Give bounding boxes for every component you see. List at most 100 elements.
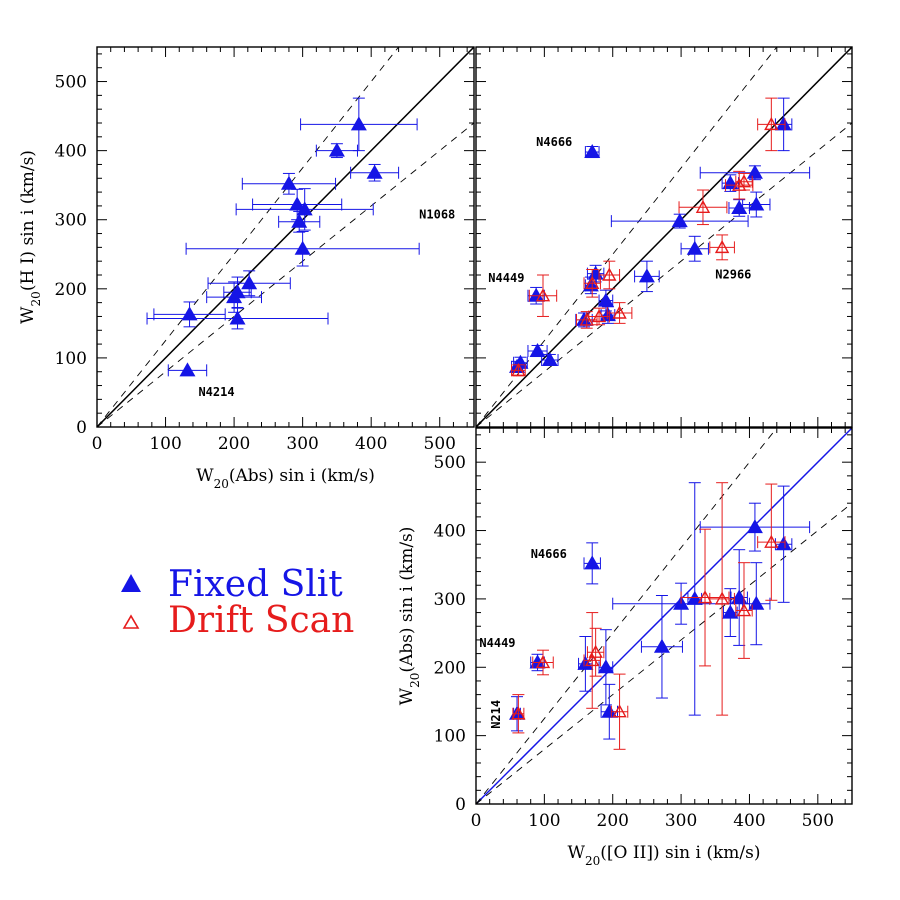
open-triangle-marker — [535, 288, 551, 302]
y-tick-label: 100 — [434, 727, 466, 747]
drift-scan-point — [583, 268, 601, 298]
filled-triangle-marker — [731, 199, 748, 214]
fixed-slit-point — [634, 260, 660, 293]
drift-scan-point — [598, 260, 621, 290]
open-triangle-marker — [588, 644, 603, 658]
y-tick-label: 500 — [434, 453, 466, 473]
filled-triangle-marker — [775, 536, 792, 551]
y-tick-label: 300 — [434, 590, 466, 610]
filled-triangle-marker — [748, 196, 765, 211]
fixed-slit-point — [597, 629, 614, 706]
data-points — [146, 97, 420, 377]
fixed-slit-point — [730, 549, 748, 646]
y-tick-label: 100 — [55, 349, 87, 369]
panel-frame — [475, 427, 853, 805]
dashed-guide-line — [476, 122, 852, 427]
fixed-slit-point — [300, 97, 418, 152]
dashed-guide-line — [97, 47, 400, 427]
filled-triangle-marker — [584, 144, 601, 159]
filled-triangle-marker — [529, 343, 546, 357]
x-tick-label: 0 — [471, 811, 482, 831]
x-tick-label: 400 — [355, 434, 387, 454]
drift-scan-series — [511, 97, 786, 377]
x-tick-label: 500 — [802, 811, 834, 831]
point-annotation: N4666 — [531, 547, 567, 561]
fixed-slit-point — [278, 210, 321, 233]
fixed-slit-point — [728, 199, 750, 217]
drift-scan-point — [586, 627, 605, 677]
open-triangle-marker — [591, 308, 607, 323]
drift-scan-point — [709, 234, 735, 261]
drift-scan-point — [757, 483, 786, 601]
filled-triangle-marker — [686, 240, 703, 255]
fixed-slit-point — [610, 213, 749, 229]
fixed-slit-point — [699, 164, 811, 181]
open-triangle-marker — [714, 591, 730, 605]
open-triangle-marker — [697, 590, 713, 604]
point-annotation: N214 — [489, 700, 503, 729]
drift-scan-point — [709, 482, 735, 716]
filled-triangle-marker — [289, 196, 306, 211]
y-tick-label: 0 — [455, 795, 466, 815]
x-tick-label: 300 — [665, 811, 697, 831]
drift-scan-point — [610, 673, 629, 750]
x-axis-label: W20(Abs) sin i (km/s) — [196, 466, 375, 491]
filled-triangle-marker — [294, 240, 311, 255]
fixed-slit-point — [774, 485, 793, 603]
one-to-one-line — [476, 47, 852, 427]
fixed-slit-point — [541, 351, 559, 367]
drift-scan-point — [588, 307, 610, 326]
filled-triangle-marker — [731, 589, 748, 604]
drift-scan-point — [532, 649, 554, 676]
legend-fixed-label: Fixed Slit — [168, 564, 343, 605]
filled-triangle-marker — [748, 595, 765, 610]
filled-triangle-marker — [746, 519, 763, 534]
panel-frame — [475, 46, 853, 428]
fixed-slit-point — [241, 172, 337, 195]
y-tick-label: 400 — [434, 522, 466, 542]
filled-triangle-marker — [280, 175, 297, 190]
data-points — [509, 97, 811, 377]
dashed-guide-line — [476, 47, 778, 427]
filled-triangle-marker — [296, 201, 313, 216]
point-annotation: N1068 — [419, 207, 455, 221]
one-to-one-line — [97, 47, 474, 427]
open-triangle-marker — [612, 704, 627, 718]
x-tick-label: 400 — [733, 811, 765, 831]
point-annotation: N4449 — [479, 636, 515, 650]
fixed-slit-point — [680, 235, 709, 262]
x-tick-label: 100 — [149, 434, 181, 454]
fixed-slit-point — [223, 276, 252, 308]
data-points — [509, 482, 811, 750]
point-annotation: N4449 — [488, 271, 524, 285]
fixed-slit-point — [577, 636, 594, 692]
y-tick-label: 300 — [55, 211, 87, 231]
open-triangle-marker — [736, 174, 752, 188]
drift-scan-point — [511, 362, 526, 377]
fixed-slit-point — [583, 542, 601, 585]
legend-drift-label: Drift Scan — [168, 600, 354, 641]
filled-triangle-marker — [577, 655, 594, 670]
drift-scan-series — [511, 482, 786, 750]
dashed-guide-line — [476, 502, 852, 804]
fixed-slit-point — [527, 343, 548, 358]
x-axis-label: W20([O II]) sin i (km/s) — [568, 843, 761, 868]
filled-triangle-marker — [597, 292, 614, 307]
y-tick-label: 0 — [76, 418, 87, 438]
drift-scan-point — [678, 189, 728, 226]
reference-lines — [476, 47, 852, 427]
fixed-slit-point — [146, 307, 329, 330]
filled-triangle-marker — [529, 654, 546, 669]
open-triangle-marker — [736, 603, 752, 617]
dashed-guide-line — [97, 122, 474, 427]
open-triangle-marker — [579, 312, 594, 326]
x-tick-label: 300 — [286, 434, 318, 454]
x-tick-label: 100 — [528, 811, 560, 831]
fixed-slit-point — [722, 588, 739, 638]
open-triangle-marker — [764, 534, 779, 548]
one-to-one-line — [476, 428, 852, 804]
drift-scan-point — [757, 97, 786, 152]
open-triangle-marker — [511, 362, 526, 377]
filled-triangle-marker — [528, 287, 545, 302]
